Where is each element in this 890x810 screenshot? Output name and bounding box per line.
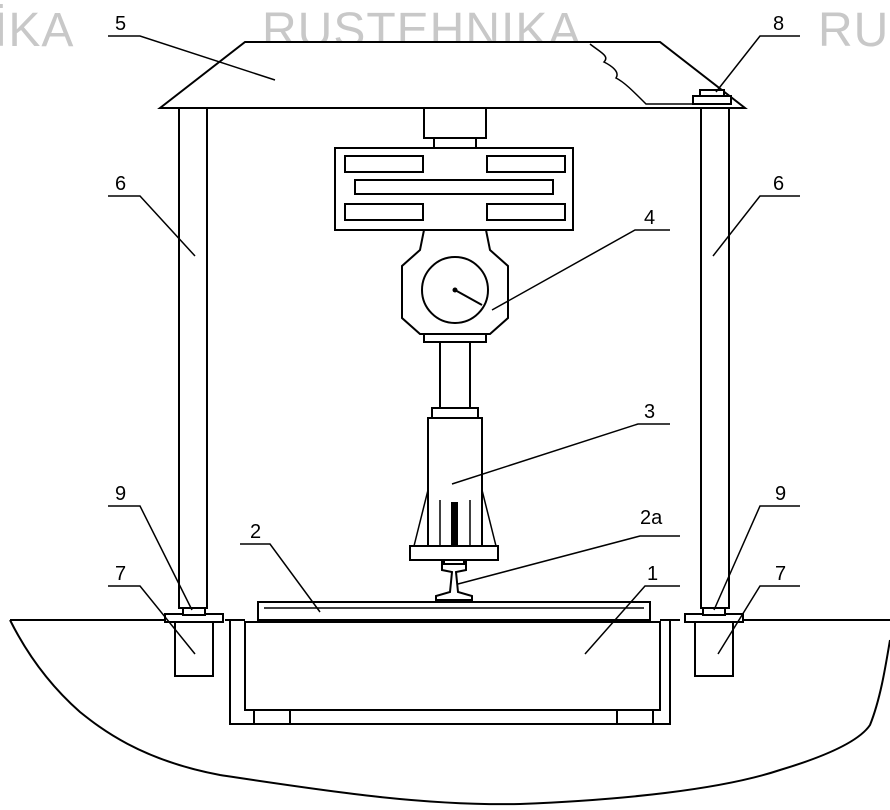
column-left-6 — [178, 107, 208, 609]
label-7-right: 7 — [775, 563, 786, 585]
load-cell-slot-bl — [344, 203, 424, 221]
anchor-block-left-7 — [174, 621, 214, 677]
label-2: 2 — [250, 521, 261, 543]
cylinder-brace — [413, 489, 497, 547]
test-plate-2 — [257, 601, 651, 621]
crossbeam-mount-neck — [433, 137, 477, 149]
base-platform-1 — [244, 621, 661, 711]
leader-lines — [108, 35, 800, 655]
label-5: 5 — [115, 13, 126, 35]
press-tip — [443, 559, 465, 565]
label-9-left: 9 — [115, 483, 126, 505]
label-4: 4 — [644, 207, 655, 229]
watermark-left: İKA — [0, 4, 74, 57]
load-cell-slot-tl — [344, 155, 424, 173]
label-1: 1 — [647, 563, 658, 585]
gauge-bottom-flange — [423, 333, 487, 343]
gauge-needle — [454, 289, 483, 306]
rail-specimen-2a — [435, 561, 473, 601]
load-cell-slot-mid — [354, 179, 554, 195]
piston-collar — [431, 407, 479, 419]
cylinder-indicator-bar — [451, 502, 458, 546]
top-nut-8 — [692, 95, 732, 105]
anchor-block-right-7 — [694, 621, 734, 677]
label-3: 3 — [644, 401, 655, 423]
base-foot-right — [616, 709, 654, 725]
label-2a: 2a — [640, 507, 663, 529]
load-cell-slot-tr — [486, 155, 566, 173]
gauge-pivot — [452, 287, 458, 293]
crossbeam-mount — [423, 107, 487, 139]
top-nut-cap — [699, 89, 725, 97]
ground-outline — [9, 619, 890, 806]
watermark-right: RU — [818, 4, 889, 57]
base-foot-left — [253, 709, 291, 725]
label-9-right: 9 — [775, 483, 786, 505]
load-cell-slot-br — [486, 203, 566, 221]
label-6-left: 6 — [115, 173, 126, 195]
crossbeam-5 — [157, 41, 748, 109]
label-6-right: 6 — [773, 173, 784, 195]
press-head-plate — [409, 545, 499, 561]
piston-rod — [439, 341, 471, 409]
nut-left-9 — [182, 607, 206, 616]
column-right-6 — [700, 107, 730, 609]
label-7-left: 7 — [115, 563, 126, 585]
crossbeam-cutaway — [589, 43, 700, 105]
foundation-pit — [229, 620, 671, 725]
label-8: 8 — [773, 13, 784, 35]
